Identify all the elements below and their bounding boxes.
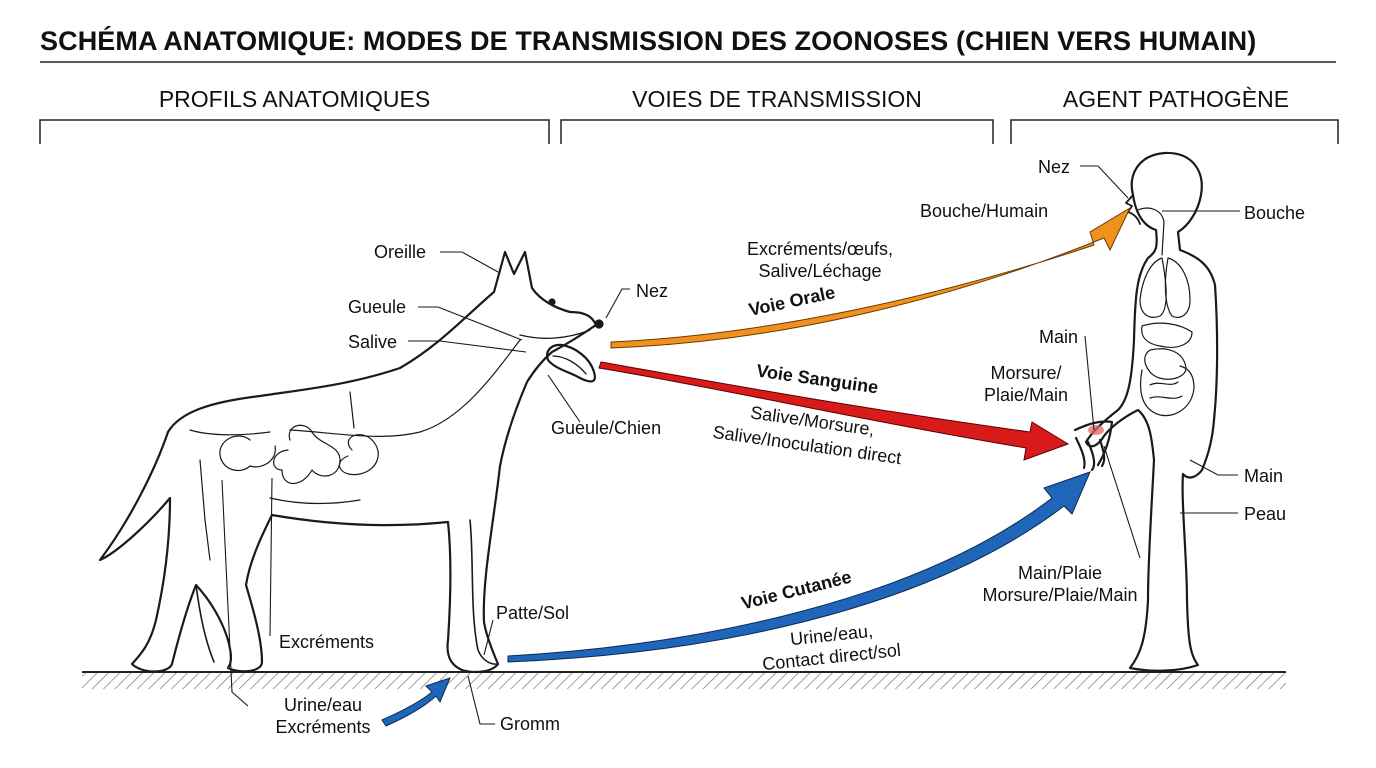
- arrow-urine-small: [381, 677, 451, 727]
- dog-front-leg-far: [469, 519, 499, 665]
- leader-lines: [221, 165, 1240, 725]
- label-dog-excrements-bottom: Excréments: [275, 717, 371, 737]
- section-header-profils: PROFILS ANATOMIQUES: [158, 86, 431, 112]
- label-human-morsure-line1: Morsure/: [990, 363, 1062, 383]
- human-nose-face: [1125, 194, 1141, 225]
- label-human-morsure-line2: Plaie/Main: [983, 385, 1069, 405]
- dog-organs: [189, 339, 521, 561]
- bracket-voies: [560, 119, 994, 144]
- dog-nose: [594, 319, 604, 329]
- human-hand-left: [1073, 420, 1114, 472]
- label-dog-gueule-chien: Gueule/Chien: [551, 418, 662, 438]
- wound-mark: [1088, 425, 1104, 435]
- label-dog-patte-sol: Patte/Sol: [496, 603, 570, 623]
- human-figure: [1073, 151, 1219, 672]
- label-dog-oreille: Oreille: [374, 242, 427, 262]
- label-dog-gromm: Gromm: [500, 714, 560, 734]
- label-human-bouche: Bouche: [1244, 203, 1306, 223]
- label-dog-salive: Salive: [348, 332, 398, 352]
- dog-back-leg-far: [195, 584, 215, 663]
- label-human-main-top: Main: [1039, 327, 1079, 347]
- label-human-main-plaie-line2: Morsure/Plaie/Main: [982, 585, 1138, 605]
- dog-mouth-line: [519, 329, 591, 339]
- page-title: SCHÉMA ANATOMIQUE: MODES DE TRANSMISSION…: [40, 26, 1257, 56]
- section-header-agent: AGENT PATHOGÈNE: [1062, 86, 1290, 112]
- arrow-voie-orale: [610, 206, 1132, 349]
- arrow-voie-sanguine: [598, 361, 1070, 461]
- dog-outline: [98, 250, 598, 674]
- label-dog-urine-eau: Urine/eau: [283, 695, 363, 715]
- dog-tongue: [546, 343, 596, 383]
- bracket-agent: [1010, 119, 1339, 144]
- arrow-voie-cutanee: [507, 471, 1091, 663]
- label-human-nez: Nez: [1038, 157, 1071, 177]
- label-human-bouche-humain: Bouche/Humain: [920, 201, 1049, 221]
- section-header-voies: VOIES DE TRANSMISSION: [632, 86, 922, 112]
- dog-eye: [548, 298, 556, 306]
- label-human-main-right: Main: [1244, 466, 1284, 486]
- label-orale-line1: Excréments/œufs,: [746, 239, 894, 259]
- human-organs: [1137, 207, 1195, 417]
- label-orale-line2: Salive/Léchage: [758, 261, 882, 281]
- label-human-peau: Peau: [1244, 504, 1287, 524]
- ground-hatch: [82, 673, 1286, 689]
- label-dog-excrements: Excréments: [279, 632, 375, 652]
- label-dog-nez: Nez: [636, 281, 669, 301]
- dog-figure: [98, 250, 604, 674]
- dog-tongue-line: [552, 355, 587, 375]
- label-dog-gueule: Gueule: [348, 297, 407, 317]
- bracket-profils: [39, 119, 550, 144]
- human-outline: [1084, 151, 1219, 672]
- label-human-main-plaie-line1: Main/Plaie: [1017, 563, 1103, 583]
